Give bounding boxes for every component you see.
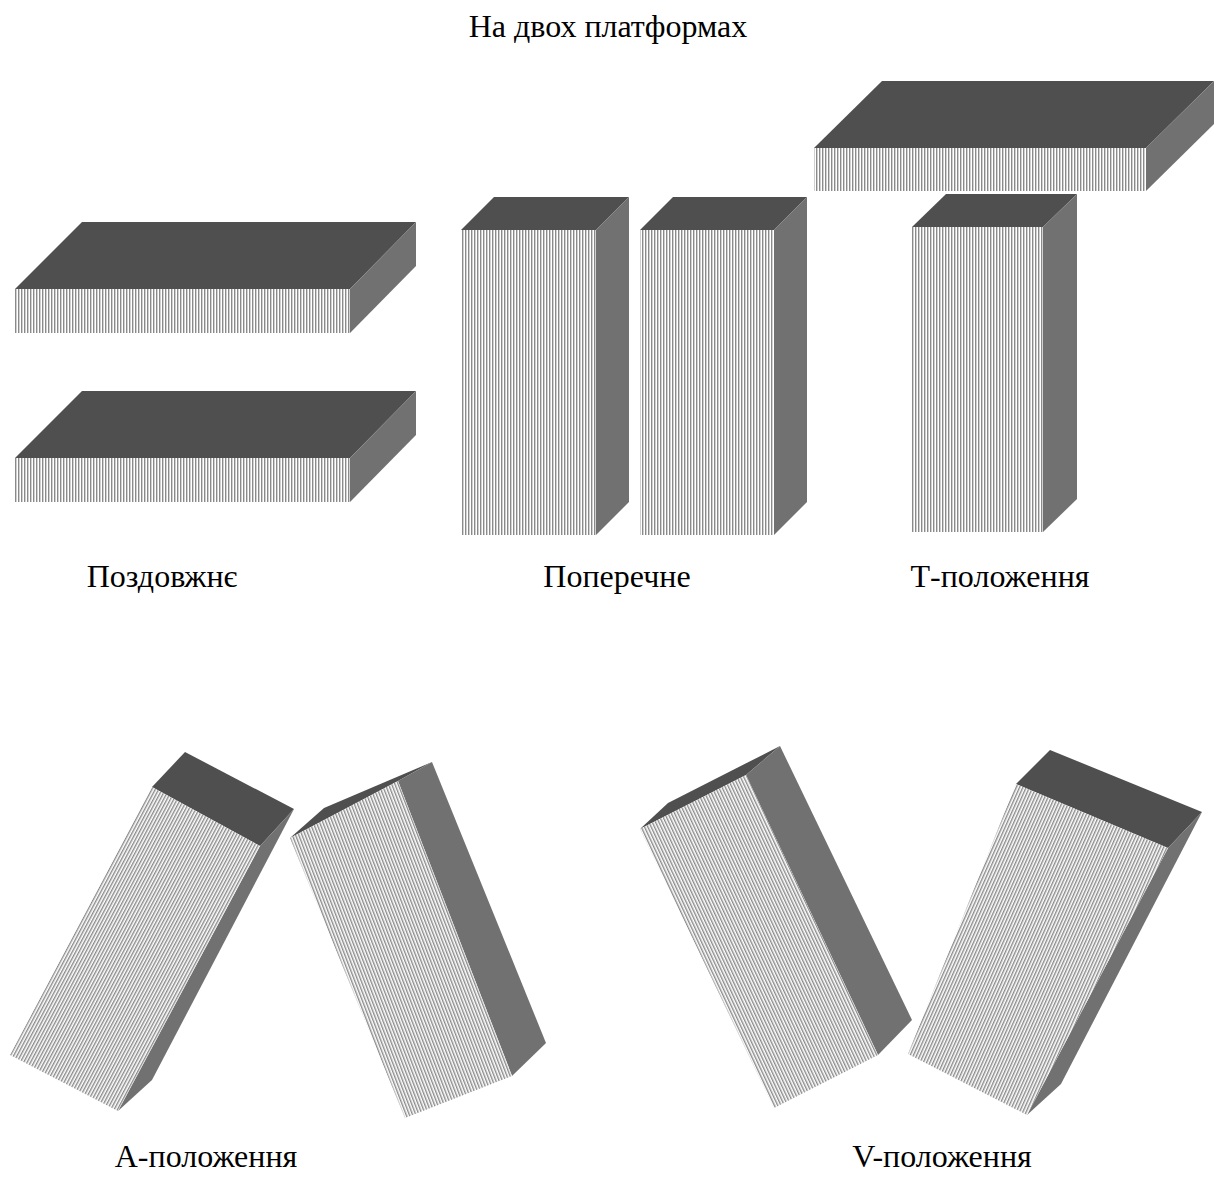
position-caption: V-положення	[852, 1138, 1032, 1175]
position-caption: Т-положення	[911, 558, 1090, 595]
flat-slab	[814, 81, 1214, 191]
tilted-block	[290, 762, 546, 1118]
tilted-block	[908, 750, 1202, 1115]
upright-block	[461, 197, 629, 535]
position-caption: Поперечне	[543, 558, 690, 595]
tilted-block	[10, 752, 294, 1111]
flat-slab	[15, 391, 416, 502]
position-caption: Поздовжнє	[87, 558, 238, 595]
tilted-block	[640, 746, 912, 1108]
diagram-title: На двох платформах	[469, 8, 748, 45]
upright-block	[640, 197, 807, 535]
position-caption: А-положення	[115, 1138, 298, 1175]
upright-block	[912, 194, 1077, 532]
flat-slab	[15, 222, 416, 333]
